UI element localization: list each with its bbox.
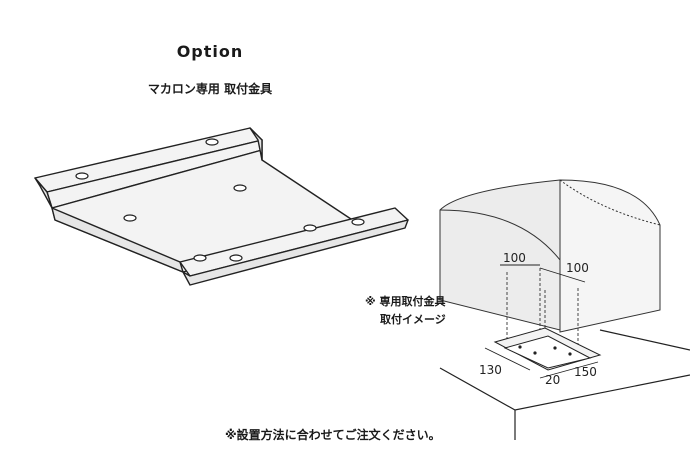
bracket-hole xyxy=(229,254,243,262)
installation-note-title: ※ 専用取付金具 xyxy=(365,295,446,308)
bracket-hole xyxy=(123,214,137,222)
footer-note: ※設置方法に合わせてご注文ください。 xyxy=(225,428,441,442)
page-title: Option xyxy=(176,42,244,61)
unit-side xyxy=(439,179,561,331)
counter-edge xyxy=(439,367,690,411)
product-subtitle: マカロン専用 取付金具 xyxy=(147,82,273,96)
dim-label-bottom-right: 150 xyxy=(574,365,597,379)
dim-label-bottom-left: 130 xyxy=(479,363,502,377)
dim-label-bottom-mid: 20 xyxy=(545,373,560,387)
bracket-hole xyxy=(205,138,219,146)
dim-label-top-right: 100 xyxy=(566,261,589,275)
installation-illustration xyxy=(439,179,690,440)
bracket-hole xyxy=(303,224,317,232)
unit-body xyxy=(559,179,661,333)
dim-label-top-left: 100 xyxy=(503,251,526,265)
bracket-hole xyxy=(233,184,247,192)
bracket-hole xyxy=(351,218,365,226)
installation-note-caption: 取付イメージ xyxy=(380,313,446,326)
bracket-hole xyxy=(75,172,89,180)
bracket-hole xyxy=(193,254,207,262)
